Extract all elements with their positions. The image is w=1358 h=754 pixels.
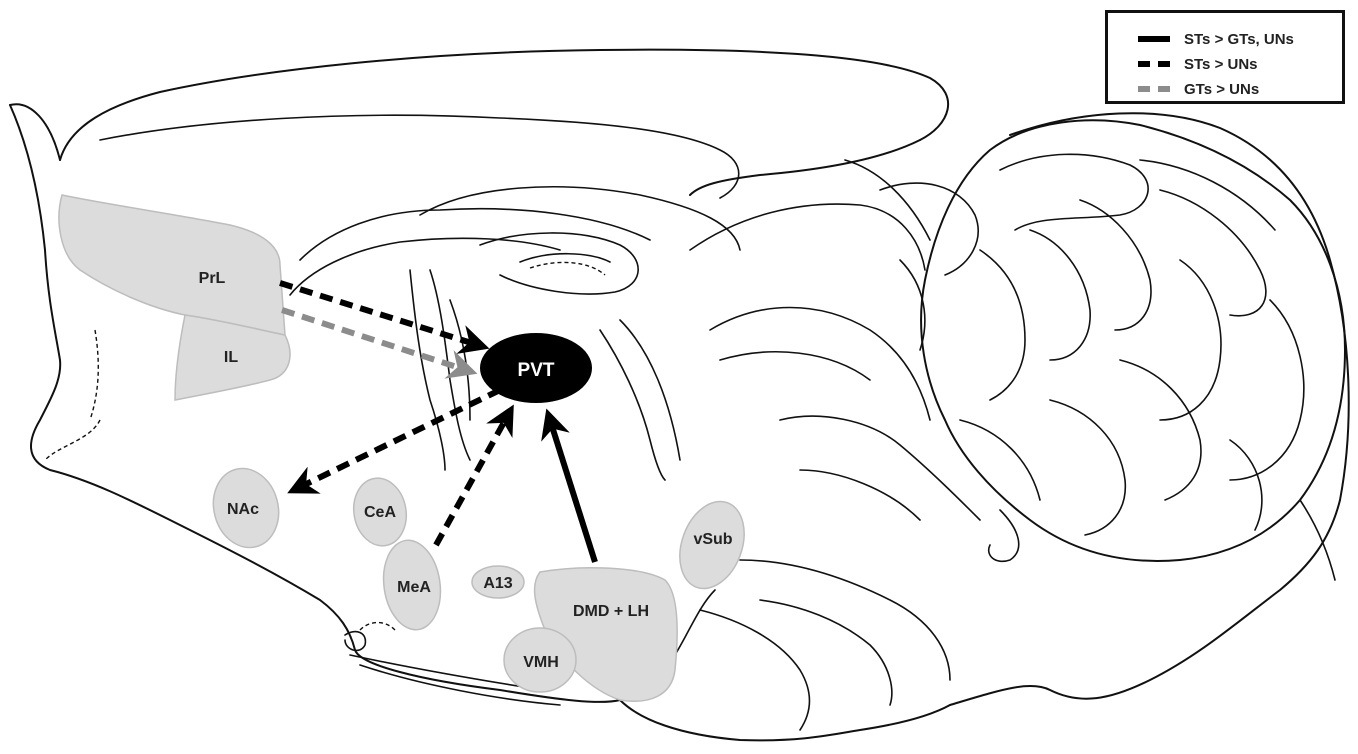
label-a13: A13 (483, 575, 512, 592)
label-vsub: vSub (693, 531, 732, 548)
label-vmh: VMH (523, 654, 559, 671)
legend-swatch-dashed-gray (1138, 86, 1170, 92)
arrows-layer (280, 283, 595, 562)
region-prl (59, 195, 285, 335)
legend-item-dashed-gray: GTs > UNs (1138, 78, 1259, 100)
legend: STs > GTs, UNs STs > UNs GTs > UNs (1105, 10, 1345, 104)
legend-item-solid-black: STs > GTs, UNs (1138, 28, 1294, 50)
arrow-pvt-to-nac-black-dashed (298, 390, 500, 488)
regions-layer (59, 195, 756, 701)
internal-structures (45, 115, 980, 730)
label-mea: MeA (397, 579, 431, 596)
label-dmd-lh: DMD + LH (573, 603, 649, 620)
legend-swatch-solid-black (1138, 36, 1170, 42)
legend-item-dashed-black: STs > UNs (1138, 53, 1258, 75)
label-cea: CeA (364, 504, 396, 521)
label-prl: PrL (199, 270, 226, 287)
brain-outline (10, 50, 1349, 741)
legend-label: GTs > UNs (1184, 81, 1259, 98)
arrow-mea-to-pvt-black-dashed (436, 415, 508, 545)
label-nac: NAc (227, 501, 259, 518)
label-il: IL (224, 349, 238, 366)
legend-label: STs > GTs, UNs (1184, 31, 1294, 48)
cerebellum (921, 120, 1345, 580)
label-pvt: PVT (518, 360, 555, 381)
arrow-prl-to-pvt-black-dashed (280, 283, 478, 345)
arrow-prl-to-pvt-gray-dashed (282, 310, 466, 370)
arrow-dmdlh-to-pvt-black-solid (550, 420, 595, 562)
legend-label: STs > UNs (1184, 56, 1258, 73)
legend-swatch-dashed-black (1138, 61, 1170, 67)
